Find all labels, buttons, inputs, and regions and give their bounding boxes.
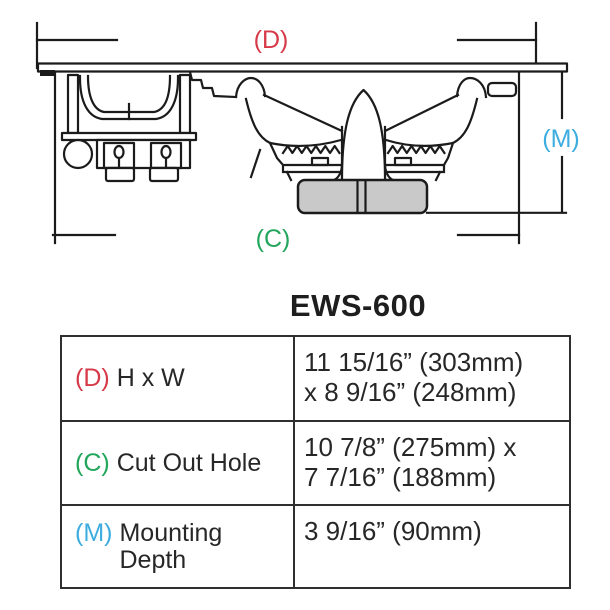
mounting-depth-key: (M)	[75, 519, 113, 547]
cutout-key: (C)	[75, 448, 110, 477]
dimension-label-c: (C)	[256, 225, 291, 253]
bracket-left-post	[66, 73, 80, 135]
dimension-label-m: (M)	[542, 125, 579, 153]
surround-left	[234, 76, 267, 99]
cutout-value-cell: 10 7/8” (275mm) x 7 7/16” (188mm)	[293, 420, 571, 506]
basket-right	[384, 97, 479, 147]
cutout-value-line2: 7 7/16” (188mm)	[304, 462, 497, 492]
table-row-hxw: (D) H x W 11 15/16” (303mm) x 8 9/16” (2…	[60, 335, 571, 422]
cone-left	[262, 93, 344, 133]
top-plate-left	[281, 163, 342, 174]
top-plate-tab-right	[393, 156, 413, 167]
surround-right	[455, 76, 488, 99]
dimension-d	[35, 21, 538, 70]
lead-wire	[249, 148, 262, 179]
spec-table: (D) H x W 11 15/16” (303mm) x 8 9/16” (2…	[60, 335, 571, 589]
speaker-cross-section-drawing: (D) (C) (M)	[35, 21, 580, 253]
woofer-assembly	[234, 76, 518, 215]
top-plate-tab-left	[310, 156, 330, 167]
bracket-right-post	[178, 73, 192, 135]
mounting-depth-value-cell: 3 9/16” (90mm)	[293, 504, 571, 589]
spider-left	[281, 144, 341, 155]
hxw-value-line1: 11 15/16” (303mm)	[304, 347, 524, 377]
cutout-label: Cut Out Hole	[116, 448, 262, 477]
dimension-c	[51, 70, 521, 245]
table-row-cutout: (C) Cut Out Hole 10 7/8” (275mm) x 7 7/1…	[60, 420, 571, 506]
dimension-label-d: (D)	[254, 26, 289, 54]
hxw-key: (D)	[75, 364, 110, 392]
cutout-value-line1: 10 7/8” (275mm) x	[304, 432, 517, 462]
frame-leg-right	[442, 141, 455, 167]
dimension-m	[425, 68, 568, 214]
terminal-frame	[95, 138, 192, 170]
phase-plug-bullet	[340, 88, 387, 182]
speaker-diagram: (D) (C) (M)	[0, 0, 610, 265]
mounting-depth-label-line1: Mounting	[119, 519, 223, 547]
drawing-lines	[35, 21, 569, 245]
basket-left	[244, 97, 343, 147]
cutout-label-cell: (C) Cut Out Hole	[60, 420, 295, 506]
cone-right	[383, 93, 460, 133]
mounting-depth-label-cell: (M) Mounting Depth	[60, 504, 295, 589]
mounting-flange	[36, 62, 569, 73]
spider-right	[386, 144, 446, 155]
tweeter-assembly	[60, 73, 198, 183]
hxw-value-cell: 11 15/16” (303mm) x 8 9/16” (248mm)	[293, 335, 571, 422]
model-title: EWS-600	[289, 288, 427, 323]
mounting-depth-label-line2: Depth	[119, 546, 187, 574]
gasket-clamp-right	[486, 81, 518, 98]
hxw-value-line2: x 8 9/16” (248mm)	[304, 377, 517, 407]
terminal-foot-left	[104, 166, 136, 183]
frame-leg-left	[268, 141, 285, 167]
table-row-mounting-depth: (M) Mounting Depth 3 9/16” (90mm)	[60, 504, 571, 589]
magnet-divider	[356, 179, 367, 214]
hxw-label: H x W	[116, 364, 185, 392]
hxw-label-cell: (D) H x W	[60, 335, 295, 422]
frame-step-profile	[188, 70, 238, 99]
mounting-depth-value-line1: 3 9/16” (90mm)	[304, 516, 482, 546]
terminal-foot-right	[148, 166, 180, 183]
flange-left-gasket	[40, 70, 55, 76]
crossover-coil	[62, 138, 94, 170]
top-plate-drops	[285, 170, 442, 182]
magnet	[296, 178, 429, 215]
